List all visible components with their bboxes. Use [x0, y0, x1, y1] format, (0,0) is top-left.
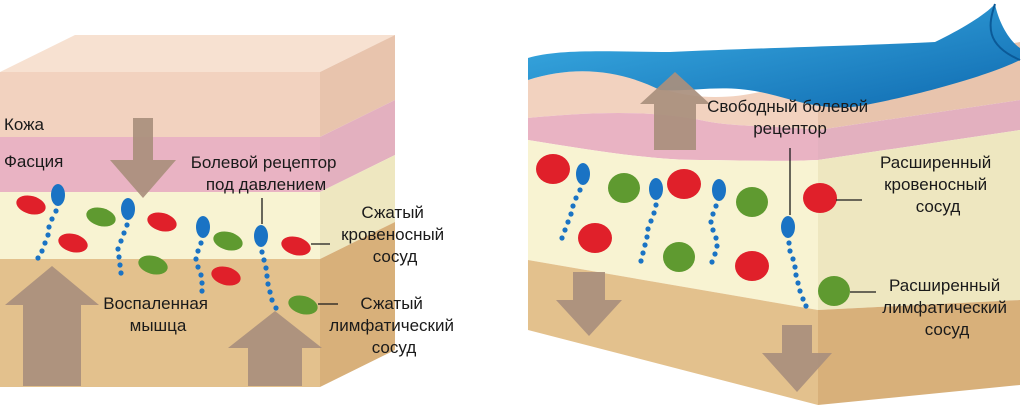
left-blood-vessel	[58, 233, 88, 253]
right-pain-receptor	[708, 179, 726, 265]
left-tissue-block	[0, 35, 395, 387]
right-blood-vessel	[735, 251, 769, 281]
muscle-label: Воспаленная мышца	[103, 294, 213, 335]
left-skin-top	[0, 35, 395, 72]
left-pain-receptor	[115, 198, 135, 276]
left-pain-receptor	[193, 216, 210, 294]
right-pain-receptor	[559, 163, 590, 241]
left-lymph-vessel	[213, 231, 243, 251]
right-lymph-vessel	[736, 187, 768, 217]
left-lymph-vessel	[138, 255, 168, 275]
right-lymph-vessel	[818, 276, 850, 306]
right-muscle-side	[818, 300, 1020, 405]
left-up-arrow-2	[228, 311, 322, 386]
left-blood-vessel	[211, 266, 241, 286]
left-skin-side	[320, 35, 395, 137]
skin-label: Кожа	[4, 115, 45, 134]
right-lymph-vessel-label: Расширенный лимфатический сосуд	[882, 276, 1011, 339]
peeled-cover-edge	[989, 3, 1021, 61]
right-tissue-block	[528, 3, 1021, 405]
left-down-arrow	[110, 118, 176, 198]
right-fat-side	[818, 130, 1020, 310]
fascia-label: Фасция	[4, 152, 63, 171]
left-pain-receptor-label: Болевой рецептор под давлением	[191, 153, 341, 194]
left-pain-receptor	[35, 184, 65, 261]
left-fascia-side	[320, 100, 395, 192]
right-blood-vessel-label: Расширенный кровеносный сосуд	[880, 153, 996, 216]
right-blood-vessel	[536, 154, 570, 184]
right-down-arrow-2	[762, 325, 832, 392]
left-lymph-vessel	[288, 295, 318, 315]
right-up-arrow	[640, 72, 710, 150]
right-down-arrow-1	[556, 272, 622, 336]
left-blood-vessel	[16, 195, 46, 215]
left-lymph-vessel-label: Сжатый лимфатический сосуд	[329, 294, 458, 357]
left-muscle-side	[320, 222, 395, 387]
left-skin-layer	[0, 72, 320, 137]
peeled-cover	[528, 4, 1020, 108]
right-lymph-vessel	[608, 173, 640, 203]
right-pain-receptor-label: Свободный болевой рецептор	[707, 97, 873, 138]
left-lymph-vessel	[86, 207, 116, 227]
right-lymph-vessel	[663, 242, 695, 272]
left-blood-vessel	[147, 212, 177, 232]
left-pain-receptor-under-pressure	[254, 225, 279, 311]
right-blood-vessel	[803, 183, 837, 213]
right-blood-vessel	[667, 169, 701, 199]
left-up-arrow-1	[5, 266, 99, 386]
left-blood-vessel	[281, 236, 311, 256]
right-blood-vessel	[578, 223, 612, 253]
right-free-pain-receptor	[781, 216, 809, 309]
right-pain-receptor	[638, 178, 663, 264]
right-fascia-side	[818, 100, 1020, 160]
left-fat-side	[320, 155, 395, 259]
left-blood-vessel-label: Сжатый кровеносный сосуд	[341, 203, 449, 266]
